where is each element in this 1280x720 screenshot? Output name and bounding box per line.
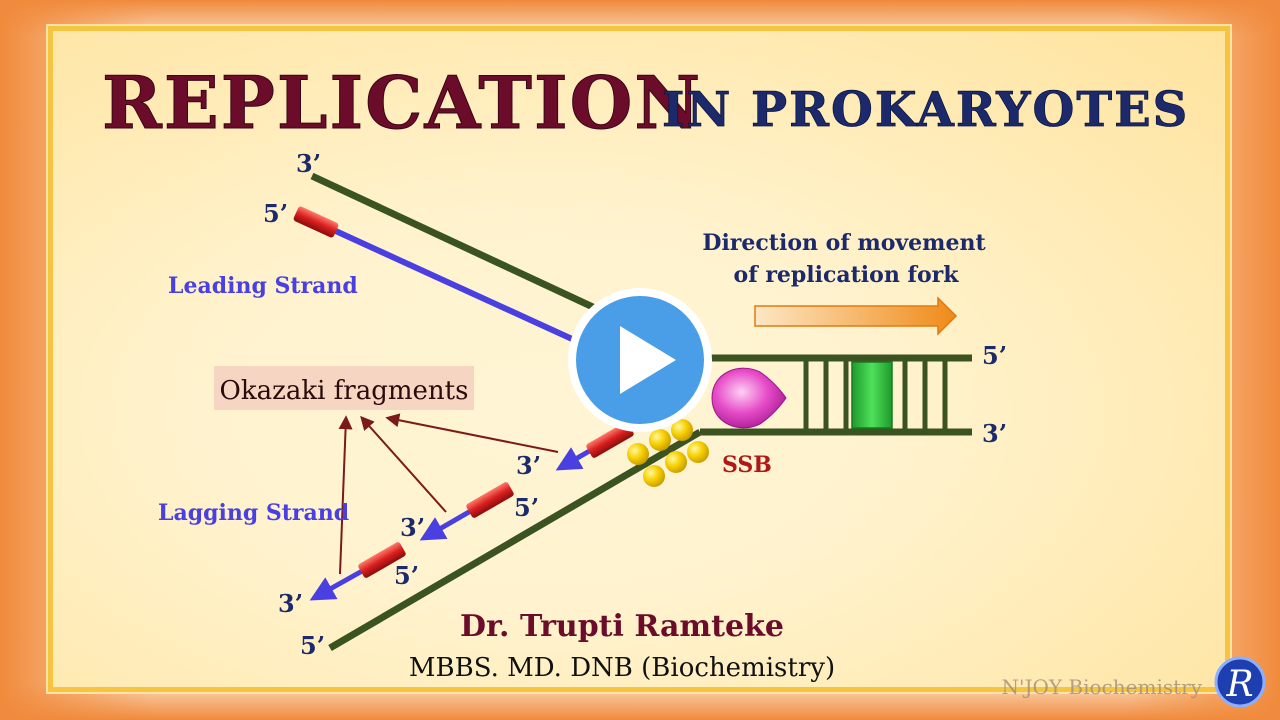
bottom-parent-strand <box>328 428 702 652</box>
frag2-3-label: 3’ <box>400 513 425 542</box>
leading-strand-line <box>314 219 620 363</box>
bottom-5-label: 5’ <box>300 631 325 660</box>
brand-logo-icon: R <box>1214 656 1266 708</box>
okazaki-label-box <box>214 366 474 410</box>
frag1-5-label: 5’ <box>514 493 539 522</box>
lagging-strand-label: Lagging Strand <box>158 500 349 526</box>
direction-line2: of replication fork <box>734 262 960 288</box>
ssb-proteins <box>627 419 709 487</box>
play-button[interactable] <box>568 288 712 432</box>
top-strand-3-label: 3’ <box>296 149 321 178</box>
helicase <box>711 367 787 429</box>
direction-line1: Direction of movement <box>702 230 986 256</box>
okazaki-primer-2 <box>466 482 514 518</box>
okazaki-primer-1 <box>586 422 634 458</box>
play-icon <box>620 326 676 394</box>
okazaki-pointer-arrows <box>338 413 559 575</box>
brand-watermark: N'JOY Biochemistry <box>1001 675 1202 699</box>
frag2-5-label: 5’ <box>394 561 419 590</box>
svg-text:R: R <box>1225 664 1253 705</box>
frag3-3-label: 3’ <box>278 589 303 618</box>
title-main: REPLICATION <box>102 60 702 145</box>
author-name: Dr. Trupti Ramteke <box>460 609 784 644</box>
fork-direction-arrow <box>754 296 958 336</box>
right-top-5-label: 5’ <box>982 341 1007 370</box>
ssb-label: SSB <box>722 452 772 478</box>
polymerase-block <box>851 361 893 429</box>
leading-strand-label: Leading Strand <box>168 273 358 299</box>
base-pair-rungs <box>803 358 948 432</box>
leading-5-label: 5’ <box>263 199 288 228</box>
author-credentials: MBBS. MD. DNB (Biochemistry) <box>409 653 835 683</box>
frag1-3-label: 3’ <box>516 451 541 480</box>
leading-primer <box>293 206 339 238</box>
okazaki-primer-3 <box>358 542 406 578</box>
title-sub: IN PROKARYOTES <box>662 82 1189 138</box>
okazaki-label: Okazaki fragments <box>220 376 469 406</box>
right-bottom-3-label: 3’ <box>982 419 1007 448</box>
